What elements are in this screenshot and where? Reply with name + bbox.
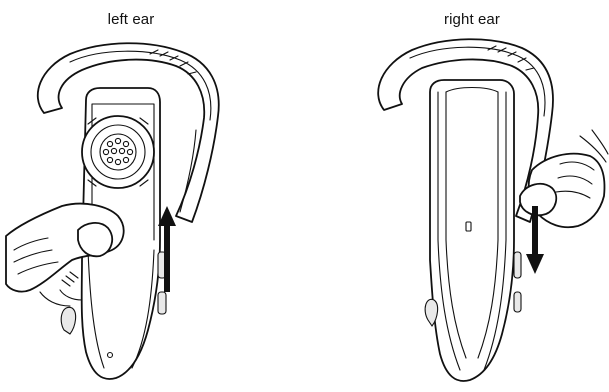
left-ear-headset-illustration [6,43,219,379]
right-ear-headset-illustration [378,39,608,381]
left-ear-speaker [82,116,154,188]
right-ear-body [425,80,521,381]
